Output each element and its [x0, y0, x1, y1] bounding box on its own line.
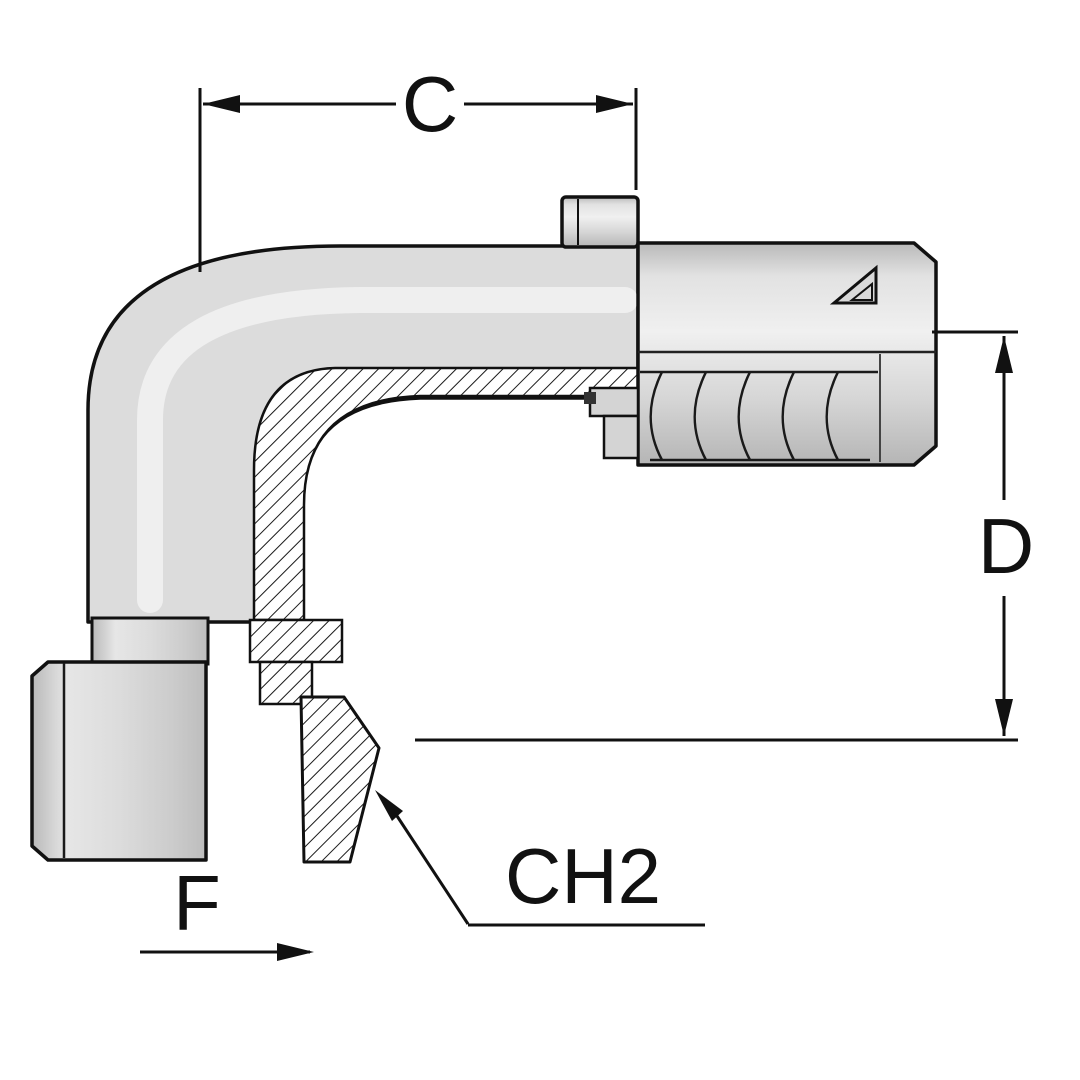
fitting-drawing [30, 195, 938, 864]
stem-steps [584, 386, 640, 460]
crimp-serrations [640, 370, 878, 462]
stem-detail [584, 392, 596, 404]
tube-wall-section-hatch [252, 366, 640, 622]
callout-ch2: CH2 [375, 790, 705, 927]
dimension-c: C [198, 60, 638, 272]
dim-c-arrow-left [203, 95, 240, 113]
stem-step-lower [602, 414, 640, 460]
stem-step-upper [588, 386, 640, 418]
brand-logo-outer [829, 264, 878, 305]
serration-rib [649, 371, 664, 461]
ch2-leader-line [395, 815, 470, 925]
serration-rib [781, 371, 796, 461]
ch2-label: CH2 [505, 832, 661, 920]
tube-highlight [137, 287, 638, 613]
flare-section-hatch [299, 695, 381, 864]
dim-d-label: D [978, 502, 1034, 590]
dim-f-arrow-right [277, 943, 314, 961]
brand-logo-inner [849, 281, 873, 301]
dimension-f: F [140, 859, 314, 961]
serration-rib [737, 371, 752, 461]
dim-c-arrow-right [596, 95, 633, 113]
ferrule-body [636, 241, 938, 467]
serration-rib [693, 371, 708, 461]
ch2-arrowhead [375, 790, 403, 821]
dim-f-label: F [173, 859, 221, 947]
seat-section-upper [248, 618, 344, 664]
seat-section-hatch [248, 618, 344, 706]
brand-logo-icon [829, 264, 878, 305]
dimension-d: D [415, 330, 1034, 742]
serration-rib [825, 371, 840, 461]
hex-nut-body [30, 660, 208, 862]
dim-d-arrow-up [995, 336, 1013, 373]
dim-c-label: C [402, 60, 458, 148]
nut-neck [90, 616, 210, 666]
dim-d-arrow-down [995, 699, 1013, 736]
collar-ring [560, 195, 640, 249]
